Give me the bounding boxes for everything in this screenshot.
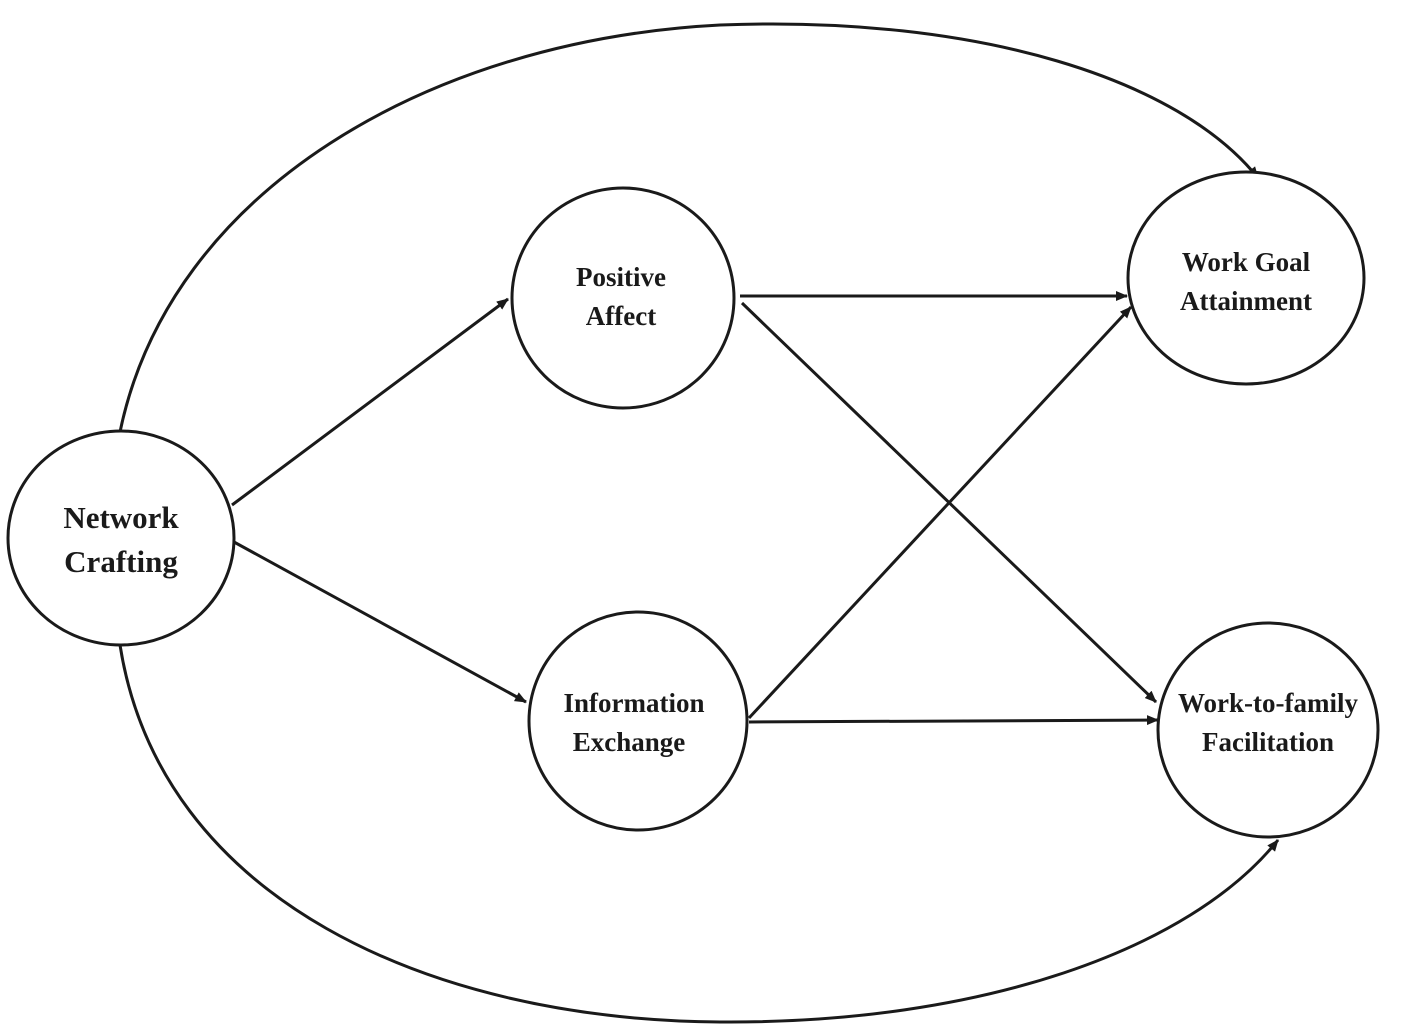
node-work-to-family-facilitation-circle: [1156, 621, 1380, 839]
node-work-to-family-facilitation: Work-to-family Facilitation: [1156, 621, 1380, 839]
node-information-exchange: Information Exchange: [527, 610, 749, 832]
node-positive-affect-label-line1: Positive: [576, 262, 666, 292]
edge-network-crafting-to-work-to-family-facilitation: [118, 644, 1280, 1024]
node-information-exchange-label-line1: Information: [564, 688, 705, 718]
node-positive-affect-circle: [510, 186, 736, 410]
node-positive-affect: Positive Affect: [510, 186, 736, 410]
node-work-to-family-facilitation-label-line1: Work-to-family: [1178, 688, 1358, 718]
node-work-goal-attainment-label-line1: Work Goal: [1182, 247, 1311, 277]
node-network-crafting-label-line2: Crafting: [64, 544, 178, 579]
node-network-crafting-label-line1: Network: [63, 500, 179, 535]
node-network-crafting: Network Crafting: [6, 429, 236, 647]
node-work-goal-attainment-label-line2: Attainment: [1180, 286, 1312, 316]
edge-network-crafting-to-work-goal-attainment: [118, 22, 1260, 433]
edge-information-exchange-to-work-to-family-facilitation: [748, 715, 1159, 726]
edges: [118, 22, 1280, 1024]
node-positive-affect-label-line2: Affect: [586, 301, 656, 331]
edge-information-exchange-to-work-goal-attainment: [747, 305, 1133, 720]
node-information-exchange-circle: [527, 610, 749, 832]
node-work-goal-attainment: Work Goal Attainment: [1126, 170, 1366, 386]
node-network-crafting-circle: [6, 429, 236, 647]
node-work-goal-attainment-circle: [1126, 170, 1366, 386]
node-work-to-family-facilitation-label-line2: Facilitation: [1202, 727, 1334, 757]
node-information-exchange-label-line2: Exchange: [573, 727, 686, 757]
edge-network-crafting-to-information-exchange: [233, 540, 527, 704]
edge-network-crafting-to-positive-affect: [231, 297, 509, 507]
